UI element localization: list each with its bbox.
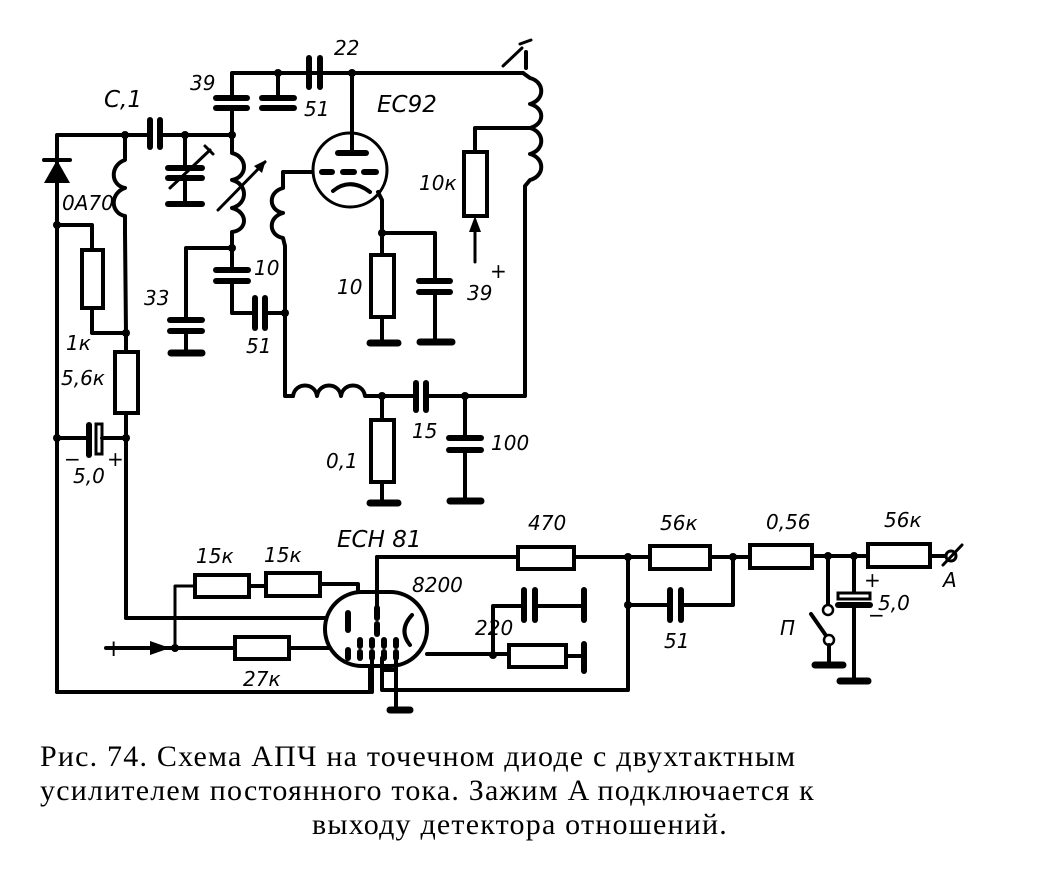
ech81-inputs: [55, 571, 372, 694]
grid-coil: [269, 170, 314, 317]
output-filter: [624, 542, 964, 685]
label-c100: 100: [491, 431, 529, 455]
resistor-56k-b: [866, 542, 932, 569]
resistor-220: [507, 643, 568, 669]
label-r470: 470: [528, 511, 566, 535]
label-c5-0-left: 5,0: [73, 464, 105, 488]
circuit-schematic: C,1 39 51 22 EC92 0A70 10к 10 + 33 10 39…: [42, 36, 964, 714]
label-r10k: 10к: [419, 171, 457, 195]
label-plus-input: +: [104, 636, 123, 662]
figure-caption: Рис. 74. Схема АПЧ на точечном диоде с д…: [40, 740, 1000, 842]
label-c39-top: 39: [190, 71, 215, 95]
label-r56k-b: 56к: [884, 508, 922, 532]
label-r1k: 1к: [66, 331, 91, 355]
label-r56k-a: 56к: [660, 511, 698, 535]
cathode-network: [366, 229, 456, 347]
label-r0-1: 0,1: [326, 449, 358, 473]
label-c5-0-right: 5,0: [878, 591, 910, 615]
label-c33: 33: [144, 286, 169, 310]
label-r5-6k: 5,6к: [61, 366, 105, 390]
label-plus-right: +: [864, 568, 881, 592]
resistor-27k: [233, 635, 291, 661]
variable-inductor: [216, 133, 267, 252]
resistor-5-6k-branch: [55, 329, 140, 620]
capacitor-c1: [123, 117, 234, 150]
label-c15: 15: [412, 419, 437, 443]
label-r15k-a: 15к: [196, 544, 234, 568]
label-terminal-a: A: [941, 568, 957, 592]
label-r27k: 27к: [243, 667, 281, 691]
caption-line-2: усилителем постоянного тока. Зажим A под…: [40, 774, 815, 807]
resistor-0-56: [748, 543, 814, 570]
label-ech81: ECH 81: [337, 527, 421, 553]
label-c51-low: 51: [664, 629, 689, 653]
label-c22: 22: [334, 36, 359, 60]
label-minus-left: −: [64, 447, 81, 471]
label-r0-56: 0,56: [766, 510, 811, 534]
label-c51-mid: 51: [246, 334, 271, 358]
potentiometer-10k: [462, 150, 489, 218]
label-minus-right: −: [868, 603, 885, 627]
diode-0a70-symbol: [44, 160, 70, 183]
tube-ec92: [311, 71, 389, 235]
label-c10: 10: [254, 256, 279, 280]
label-diode: 0A70: [62, 191, 114, 215]
inductor-input: [111, 131, 129, 335]
resistor-10: [369, 253, 396, 319]
caption-line-3: выходу детектора отношений.: [311, 808, 729, 841]
variable-capacitor: [165, 133, 215, 207]
resistor-1k: [80, 248, 105, 310]
anode-coil: [462, 38, 544, 396]
component-labels: C,1 39 51 22 EC92 0A70 10к 10 + 33 10 39…: [61, 36, 957, 691]
tube-ech81: [323, 555, 630, 714]
label-r10: 10: [337, 275, 362, 299]
caption-line-1: Рис. 74. Схема АПЧ на точечном диоде с д…: [40, 740, 797, 773]
resistor-0-1: [369, 418, 396, 484]
resistor-15k-b: [264, 571, 322, 598]
resistor-5-6k: [113, 350, 140, 415]
resistor-56k-a: [648, 544, 712, 571]
lower-rf-network: [291, 380, 527, 507]
resistor-15k-a: [193, 573, 251, 599]
label-c39-mid: 39: [467, 281, 492, 305]
electrolytic-cap-5-0-right: [836, 591, 872, 601]
label-plus-pot: +: [490, 259, 507, 283]
label-r15k-b: 15к: [264, 543, 302, 567]
label-c51-top: 51: [304, 97, 329, 121]
ech81-anode-network: [375, 545, 652, 674]
label-plus-left: +: [107, 447, 124, 471]
label-c8200: 8200: [412, 573, 463, 597]
label-ec92: EC92: [377, 92, 437, 118]
capacitors-33-10: [167, 246, 295, 398]
resistor-470: [516, 545, 576, 571]
switch-p: [809, 612, 829, 639]
label-c1: C,1: [104, 87, 142, 113]
label-switch: П: [780, 616, 795, 640]
label-r220: 220: [475, 616, 513, 640]
